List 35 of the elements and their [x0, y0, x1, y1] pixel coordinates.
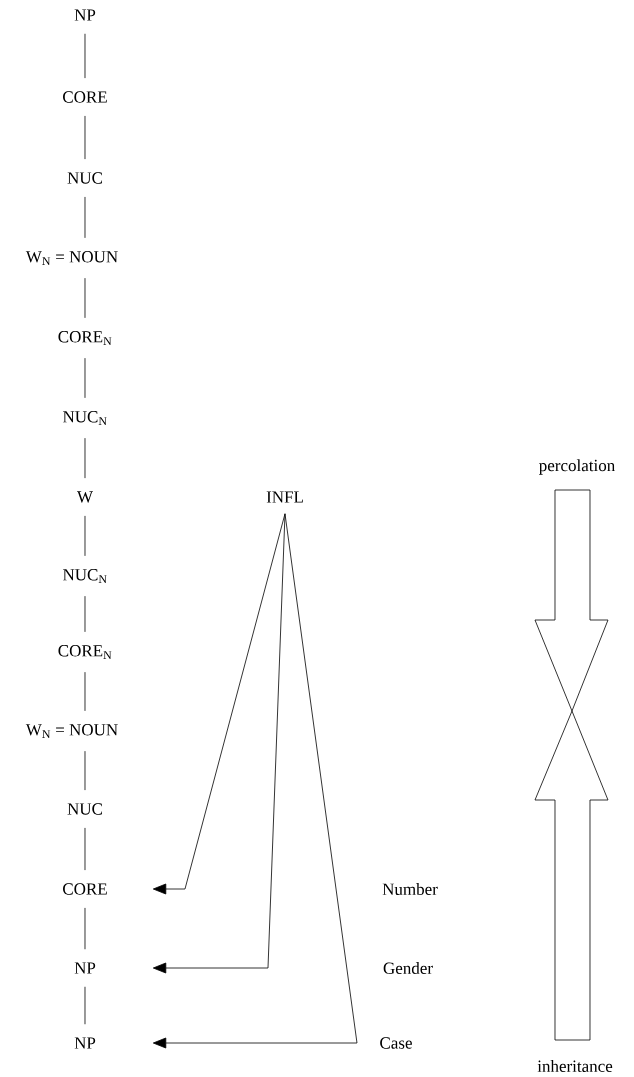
- connector-line: [84, 515, 86, 557]
- text-label: Case: [380, 1037, 412, 1049]
- node-label: NP: [74, 962, 96, 974]
- arrow: [152, 513, 358, 1049]
- node-label: CORE$_{N}$: [58, 645, 112, 659]
- node-label: NP: [74, 1037, 96, 1049]
- node-label: NUC$_{N}$: [63, 411, 107, 425]
- node-label: INFL: [266, 491, 303, 503]
- node-label: W: [77, 491, 93, 503]
- connector-line: [84, 196, 86, 239]
- node-label: NP: [74, 9, 96, 21]
- connector-line: [84, 277, 86, 319]
- node-label: NUC: [67, 803, 102, 815]
- connector-line: [84, 671, 86, 712]
- connector-line: [84, 437, 86, 479]
- connector-line: [84, 907, 86, 950]
- text-label: Number: [382, 883, 438, 895]
- node-label: W$_{N}$ = NOUN: [25, 724, 118, 738]
- connector-line: [84, 33, 86, 79]
- connector-line: [84, 827, 86, 871]
- arrow: [152, 513, 286, 974]
- connector-line: [84, 595, 86, 633]
- text-label: percolation: [539, 459, 615, 475]
- node-label: CORE: [63, 883, 107, 895]
- node-label: CORE$_{N}$: [58, 331, 112, 345]
- connector-line: [84, 115, 86, 160]
- connector-line: [84, 357, 86, 399]
- node-label: W$_{N}$ = NOUN: [25, 251, 118, 265]
- node-label: NUC$_{N}$: [63, 569, 107, 583]
- text-label: inheritance: [537, 1060, 613, 1072]
- node-label: NUC: [67, 172, 102, 184]
- connector-line: [84, 750, 86, 791]
- connector-line: [84, 986, 86, 1025]
- text-label: Gender: [383, 962, 433, 974]
- node-label: CORE: [63, 91, 107, 103]
